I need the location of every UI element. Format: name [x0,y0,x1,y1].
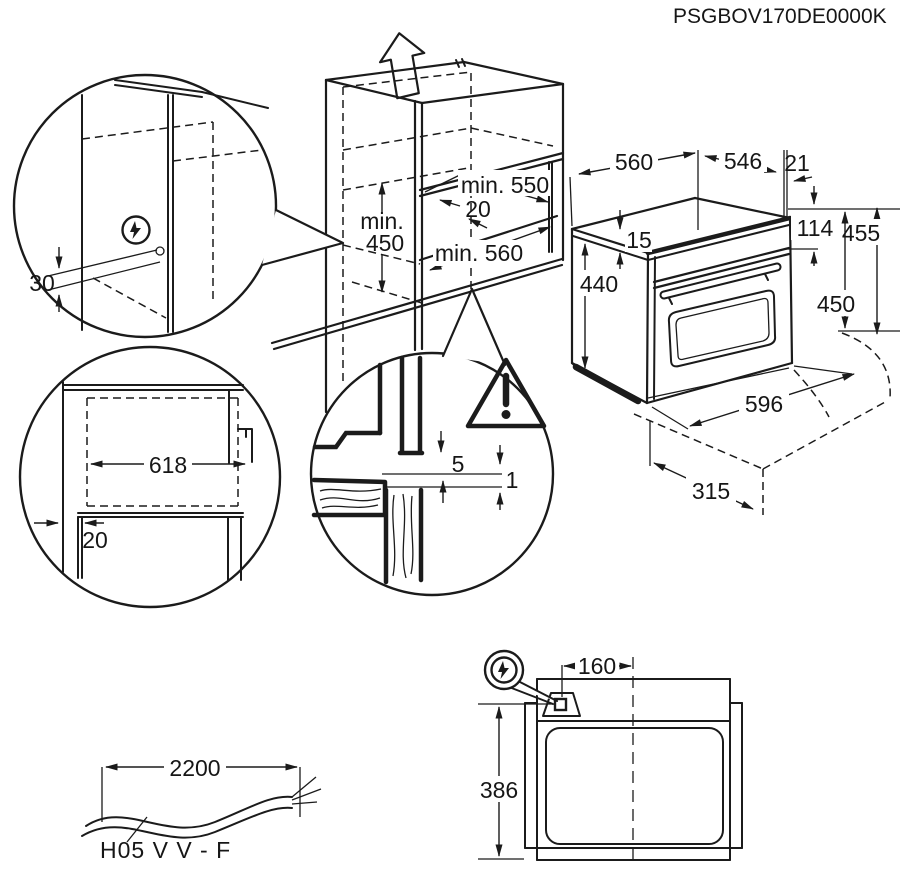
front-width-label: 596 [745,391,783,417]
niche-depth-label: min. 550 [461,172,549,198]
niche-height-label: 450 [366,230,404,256]
side-inset-label: 20 [82,527,108,553]
door-gap-label: 21 [784,150,810,176]
warning-icon [465,357,547,429]
rail-inset-label: 20 [465,196,491,222]
up-arrow-icon [378,32,426,100]
lightning-icon [121,215,151,245]
bottom-gap-label: 1 [506,467,519,493]
model-code: PSGBOV170DE0000K [673,5,887,28]
total-height-label: 455 [842,220,880,246]
cable-length-label: 2200 [169,755,220,781]
oven-isometric-view: 560 546 21 15 440 114 455 450 596 [569,147,900,515]
oven-door-window [667,289,777,368]
front-top-offset-label: 114 [797,215,834,241]
detail-niche-floor: 618 20 [18,345,282,609]
niche-width-label: min. 560 [435,240,523,266]
detail-electrical-connection: 30 [12,73,345,339]
side-depth-label: 315 [692,478,730,504]
wood-grain-section [311,477,424,585]
niche-height-prefix-label: min. [360,208,403,234]
detail-rear-clearance: 5 1 [309,287,555,597]
front-height-label: 450 [817,291,855,317]
connection-offset-y-label: 386 [480,777,518,803]
top-clearance-label: 15 [626,227,652,253]
oven-top-view: 160 386 [474,649,743,866]
oven-top-depth-label: 560 [615,149,653,175]
rear-gap-label: 5 [452,451,465,477]
lightning-icon [483,649,558,705]
mains-terminal [553,697,568,712]
cable-type-label: H05 V V - F [100,837,231,863]
bracket-width-label: 618 [149,452,187,478]
oven-body-depth-label: 546 [724,148,762,174]
connection-offset-x-label: 160 [578,653,616,679]
cable-icon [81,776,322,839]
oven-handle [659,262,782,305]
cable-offset-label: 30 [29,270,55,296]
mains-cable-drawing: 2200 H05 V V - F [81,754,322,863]
body-height-label: 440 [580,271,618,297]
cabinet-isometric-view: min. 550 20 min. 450 min. 560 [270,32,565,414]
